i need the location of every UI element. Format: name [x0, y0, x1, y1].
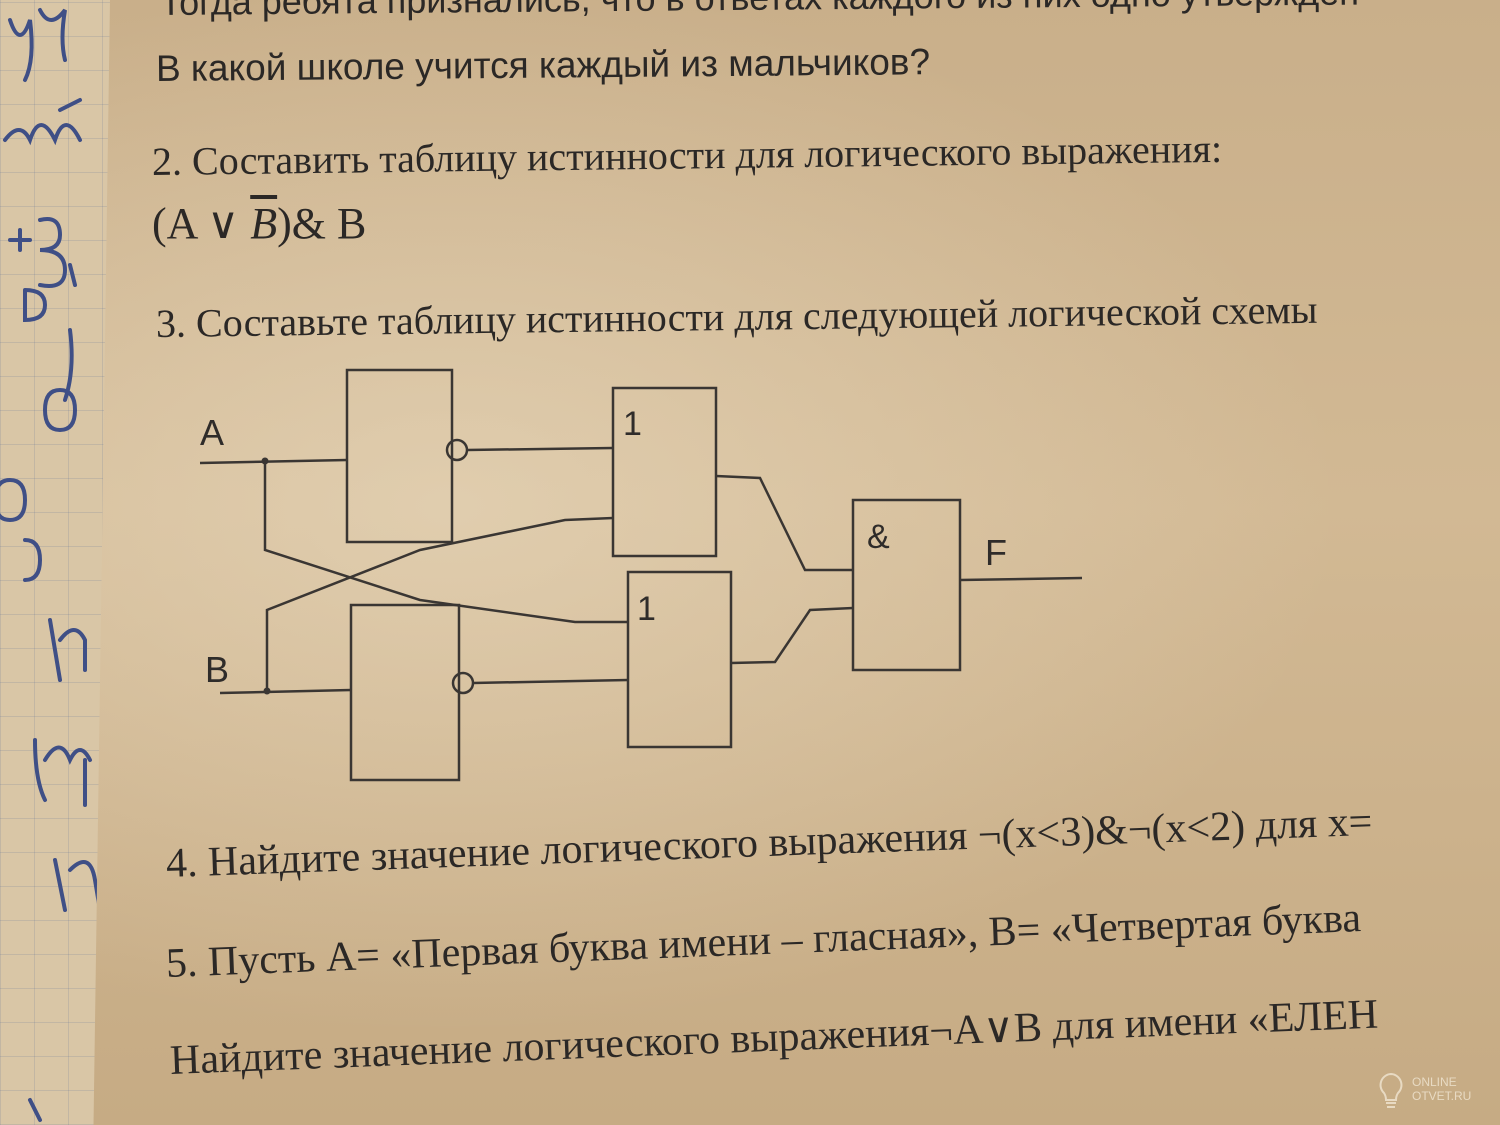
- watermark-line-1: ONLINE: [1412, 1075, 1457, 1089]
- wire-b-input: [219, 688, 352, 695]
- task-4-text: 4. Найдите значение логического выражени…: [165, 798, 1374, 887]
- or-gate-bottom-label: 1: [637, 590, 656, 628]
- input-label-a: A: [200, 412, 224, 453]
- and-gate-label: &: [867, 518, 890, 556]
- junction-a: [261, 457, 269, 465]
- or-gate-top-label: 1: [623, 405, 642, 443]
- wire-a-to-or-bottom: [263, 461, 628, 624]
- lightbulb-icon: [1379, 1072, 1403, 1108]
- task-2-heading: 2. Составить таблицу истинности для логи…: [151, 125, 1223, 184]
- output-label-f: F: [985, 532, 1007, 573]
- expression-right: )& B: [277, 199, 367, 248]
- task-2-expression: (A ∨ B)& B: [152, 198, 366, 249]
- input-label-b: B: [205, 649, 229, 690]
- wire-b-to-or-top: [265, 516, 614, 691]
- not-gate-bottom: [349, 603, 461, 782]
- not-gate-top: [345, 368, 454, 544]
- and-gate: [851, 498, 962, 672]
- wire-or-bottom-to-and: [730, 606, 854, 665]
- site-watermark: ONLINE OTVET.RU: [1376, 1067, 1476, 1117]
- inversion-bubble-bottom: [451, 671, 475, 695]
- task-3-heading: 3. Составьте таблицу истинности для след…: [155, 286, 1318, 346]
- wire-a-input: [199, 458, 348, 465]
- task-1-question: В какой школе учится каждый из мальчиков…: [155, 41, 931, 89]
- wire-output-f: [959, 576, 1083, 582]
- task-1-text-line-1: Тогда ребята признались, что в ответах к…: [160, 0, 1359, 24]
- junction-b: [263, 687, 271, 695]
- wire-or-top-to-and: [715, 474, 853, 572]
- worksheet-page: Тогда ребята признались, что в ответах к…: [100, 0, 1500, 1125]
- or-gate-top: [611, 386, 718, 558]
- logic-circuit-diagram: A B 1 1 & F: [199, 368, 1083, 782]
- wire-not-a-to-or-top: [466, 446, 614, 452]
- handwriting-scribbles: [0, 8, 102, 1122]
- expression-left: (A ∨: [152, 199, 251, 248]
- wire-not-b-to-or-bottom: [472, 678, 629, 685]
- task-5-question: Найдите значение логического выражения¬A…: [169, 991, 1379, 1084]
- or-gate-bottom: [626, 570, 733, 749]
- watermark-line-2: OTVET.RU: [1412, 1089, 1472, 1103]
- notebook-margin-handwriting: [0, 0, 110, 1125]
- task-5-text: 5. Пусть А= «Первая буква имени – гласна…: [165, 895, 1362, 987]
- watermark-text: ONLINE OTVET.RU: [1412, 1075, 1471, 1103]
- inversion-bubble-top: [445, 438, 469, 462]
- expression-negated-b: B: [250, 199, 278, 248]
